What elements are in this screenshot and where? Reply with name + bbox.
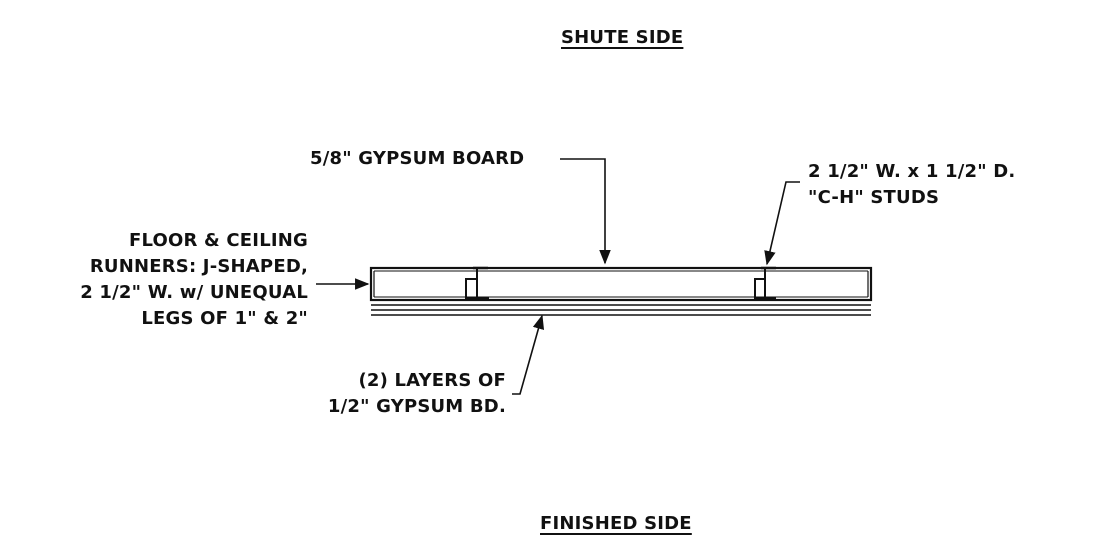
layers-leader — [512, 314, 545, 395]
shute-side-heading: SHUTE SIDE — [561, 27, 684, 48]
studs-callout-line1: 2 1/2" W. x 1 1/2" D. — [808, 161, 1016, 182]
ch-stud-1 — [465, 266, 489, 300]
runners-callout-line4: LEGS OF 1" & 2" — [141, 308, 308, 329]
studs-callout-line2: "C-H" STUDS — [808, 187, 940, 208]
panel-outline — [369, 266, 873, 302]
runners-callout-line3: 2 1/2" W. w/ UNEQUAL — [80, 282, 308, 303]
runners-callout-line1: FLOOR & CEILING — [128, 230, 308, 251]
gypsum-board-leader — [560, 158, 611, 265]
layers-callout-line1: (2) LAYERS OF — [358, 370, 506, 391]
ch-stud-2 — [754, 266, 776, 300]
gypsum-board-callout: 5/8" GYPSUM BOARD — [310, 148, 525, 169]
finished-side-heading: FINISHED SIDE — [540, 513, 692, 534]
runners-callout-line2: RUNNERS: J-SHAPED, — [89, 256, 308, 277]
wall-panel — [369, 266, 873, 302]
studs-leader — [764, 181, 800, 266]
layers-callout-line2: 1/2" GYPSUM BD. — [327, 396, 506, 417]
gypsum-layers — [371, 304, 871, 316]
